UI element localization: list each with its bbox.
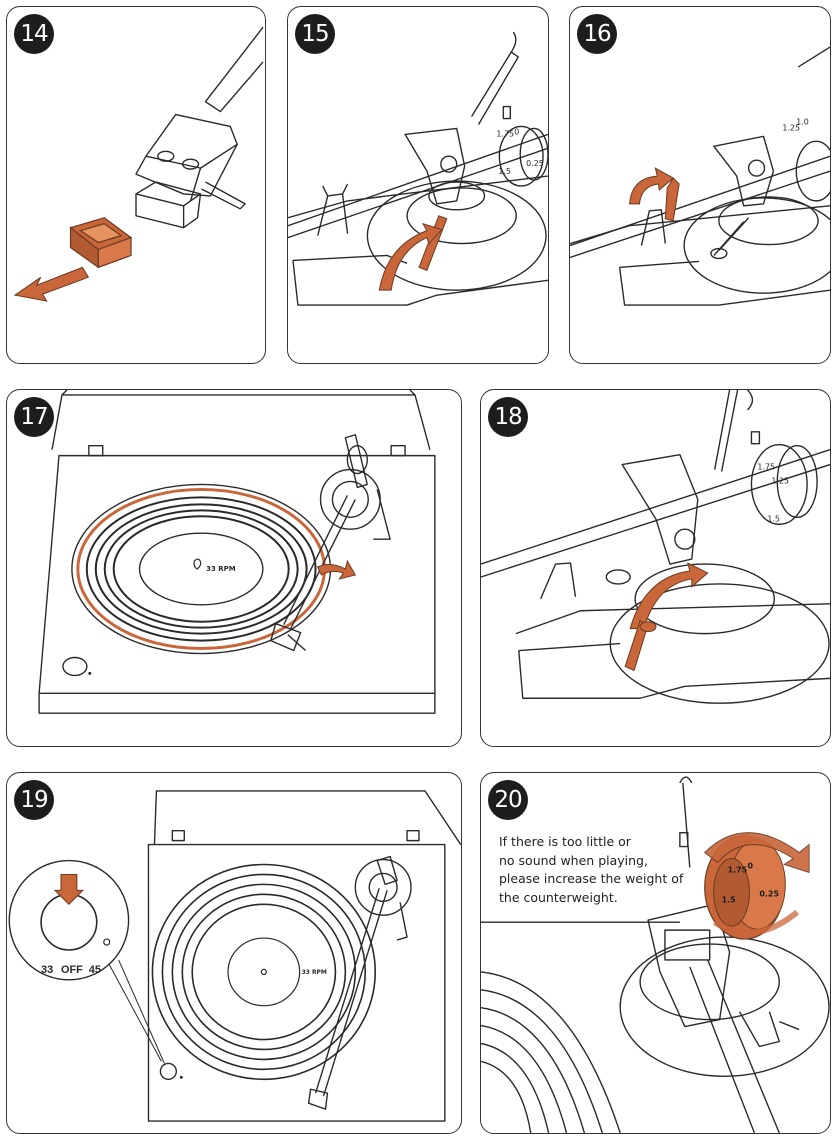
speed-knob: [62, 656, 88, 677]
step-14-badge: 14: [14, 14, 54, 54]
rotate-arrow: [629, 562, 709, 630]
record-edge-highlight: [76, 487, 326, 651]
dial-number: 1.5: [767, 514, 780, 523]
dial-number: 1.75: [728, 865, 748, 874]
step-17-badge: 17: [14, 397, 54, 437]
release-arm-clip-illustration: 1.75 0 0.25 1.5: [288, 31, 548, 306]
adjust-counterweight-illustration: 1.75 0 0.25 1.5: [481, 776, 830, 1133]
speed-label: 33 RPM: [206, 565, 236, 573]
step-17-panel: 17 33 RPM: [6, 389, 462, 747]
push-down-arrow: [53, 873, 85, 905]
step-16-badge: 16: [577, 14, 617, 54]
dial-number: 1.75: [757, 463, 775, 472]
step-14-panel: 14: [6, 6, 266, 364]
dial-number: 1.25: [782, 123, 800, 132]
dial-number: 0: [514, 127, 519, 136]
rotate-arrow: [629, 167, 675, 205]
step-20-panel: 20 If there is too little or no sound wh…: [480, 772, 831, 1134]
stylus-guard: [69, 217, 133, 269]
dial-number: 1.75: [496, 129, 514, 138]
pull-arrow: [13, 266, 90, 302]
knob-label-33: 33: [41, 964, 53, 976]
dial-number: 0: [747, 861, 753, 870]
knob-label-45: 45: [89, 964, 101, 976]
remove-stylus-guard-illustration: [13, 26, 264, 302]
rotate-arrow: [316, 559, 357, 580]
open-arm-rest-illustration: 1.0 1.25: [570, 46, 830, 306]
select-speed-illustration: 33 RPM 33 OFF 45: [8, 790, 461, 1122]
step-19-badge: 19: [14, 780, 54, 820]
step-18-badge: 18: [488, 397, 528, 437]
step-19-panel: 19 33 RPM: [6, 772, 462, 1134]
dial-number: 0.25: [526, 159, 544, 168]
speed-label: 33 RPM: [302, 969, 327, 976]
lower-cue-lever-illustration: 1.75 1.25 1.5: [481, 390, 830, 704]
rotate-arrow: [378, 222, 443, 291]
record-grooves: [151, 863, 377, 1081]
dial-number: 1.25: [771, 476, 789, 485]
step-20-badge: 20: [488, 780, 528, 820]
step-16-panel: 16 1.0 1.25: [569, 6, 831, 364]
dial-number: 1.5: [722, 895, 736, 904]
step-15-panel: 15 1.75 0: [287, 6, 549, 364]
dial-number: 1.5: [498, 167, 511, 176]
step-18-panel: 18 1.75 1.25 1.5: [480, 389, 831, 747]
counterweight: [704, 835, 786, 940]
arm-rest-hook: [664, 177, 680, 222]
place-tonearm-on-record-illustration: 33 RPM: [38, 390, 436, 714]
rotate-arrow: [703, 832, 810, 874]
counterweight-instruction: If there is too little or no sound when …: [499, 834, 684, 905]
dial-number: 0.25: [759, 889, 779, 898]
knob-label-off: OFF: [61, 964, 83, 976]
step-15-badge: 15: [295, 14, 335, 54]
dial-number: 1.0: [796, 117, 809, 126]
record-grooves: [85, 496, 317, 642]
